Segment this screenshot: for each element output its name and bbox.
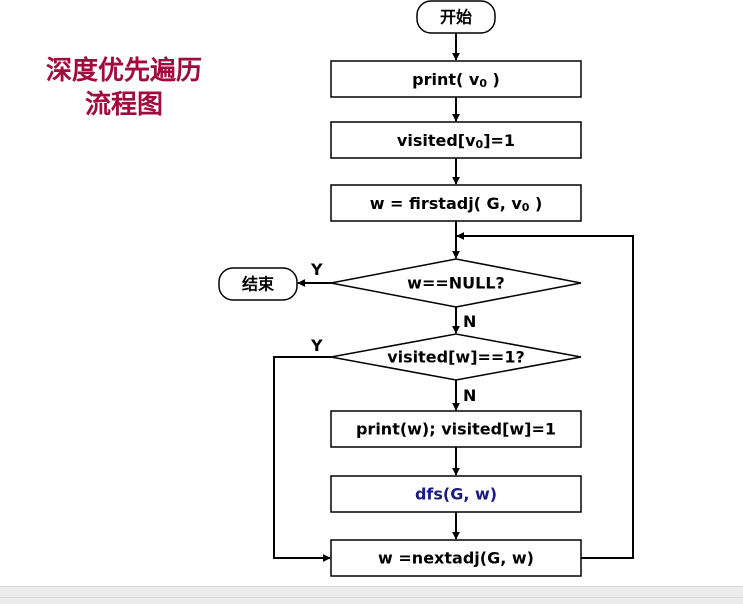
diagram-title: 深度优先遍历 流程图 <box>18 54 230 122</box>
end-node: 结束 <box>218 267 298 301</box>
visited-check-label: visited[w]==1? <box>387 348 525 367</box>
nextadj-node: w =nextadj(G, w) <box>330 539 582 577</box>
print-w-label: print(w); visited[w]=1 <box>356 420 556 439</box>
visited-v0-label: visited[v0]=1 <box>397 131 515 151</box>
null-check-label: w==NULL? <box>407 274 505 293</box>
null-yes-label: Y <box>310 260 323 279</box>
title-line-2: 流程图 <box>84 90 163 120</box>
print-v0-node: print( v0 ) <box>330 60 582 98</box>
title-line-1: 深度优先遍历 <box>45 56 202 86</box>
end-label: 结束 <box>241 275 275 294</box>
flowchart: 开始 print( v0 ) visited[v0]=1 w = firstad… <box>218 0 634 577</box>
visited-v0-node: visited[v0]=1 <box>330 121 582 159</box>
edge-visited-yes-nextadj <box>273 356 331 562</box>
visited-check-node: visited[w]==1? <box>330 333 582 381</box>
edge-nextadj-loop <box>456 232 634 559</box>
status-bar <box>0 586 743 604</box>
firstadj-node: w = firstadj( G, v0 ) <box>330 184 582 222</box>
print-w-node: print(w); visited[w]=1 <box>330 410 582 448</box>
visited-yes-label: Y <box>310 336 323 355</box>
start-node: 开始 <box>416 0 496 34</box>
firstadj-label: w = firstadj( G, v0 ) <box>370 194 543 214</box>
visited-no-label: N <box>463 386 476 405</box>
null-check-node: w==NULL? <box>330 258 582 308</box>
start-label: 开始 <box>440 8 472 27</box>
null-no-label: N <box>463 312 476 331</box>
print-v0-label: print( v0 ) <box>412 70 500 90</box>
nextadj-label: w =nextadj(G, w) <box>378 549 534 568</box>
dfs-call-label: dfs(G, w) <box>415 485 497 504</box>
dfs-call-node: dfs(G, w) <box>330 475 582 513</box>
